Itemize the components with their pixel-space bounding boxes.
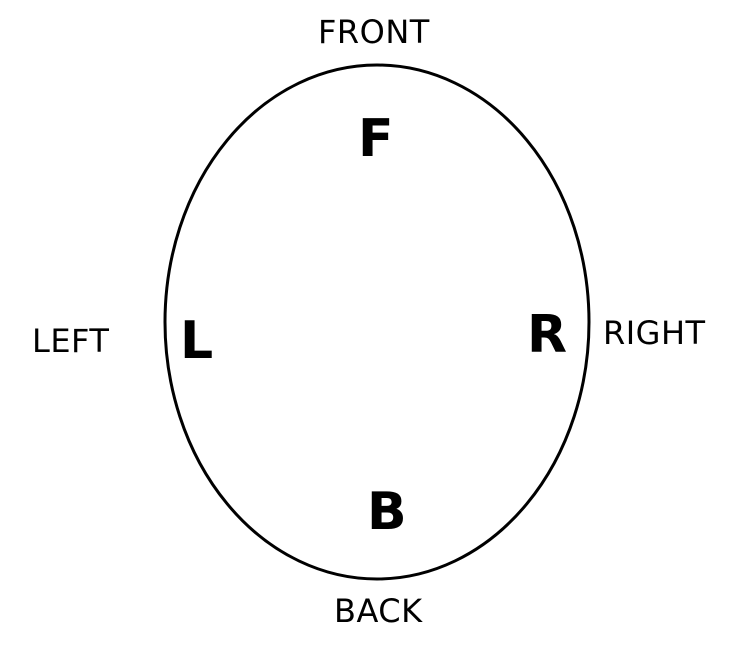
left-label: LEFT (32, 322, 110, 360)
right-letter: R (527, 305, 568, 365)
right-label: RIGHT (603, 314, 706, 352)
front-letter: F (358, 109, 394, 169)
back-label: BACK (334, 592, 423, 630)
left-letter: L (180, 311, 214, 371)
back-letter: B (367, 482, 407, 542)
front-label: FRONT (318, 13, 430, 51)
orientation-oval (163, 63, 591, 581)
